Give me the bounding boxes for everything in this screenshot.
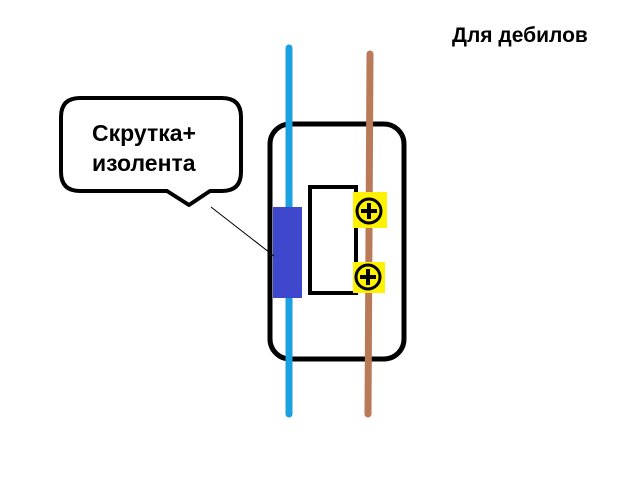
- outlet-box: [267, 121, 407, 362]
- callout-text: Скрутка+ изолента: [92, 118, 196, 178]
- socket-block: [308, 185, 358, 295]
- callout-pointer: [210, 206, 275, 257]
- brown-wire: [364, 50, 374, 418]
- callout-line-2: изолента: [92, 150, 196, 176]
- diagram-title: Для дебилов: [452, 24, 588, 47]
- plus-screw-icon: [353, 192, 387, 228]
- callout-line-1: Скрутка+: [92, 120, 196, 146]
- plus-screw-icon: [353, 262, 385, 293]
- speech-bubble: [59, 96, 243, 207]
- insulation-tape: [273, 207, 302, 298]
